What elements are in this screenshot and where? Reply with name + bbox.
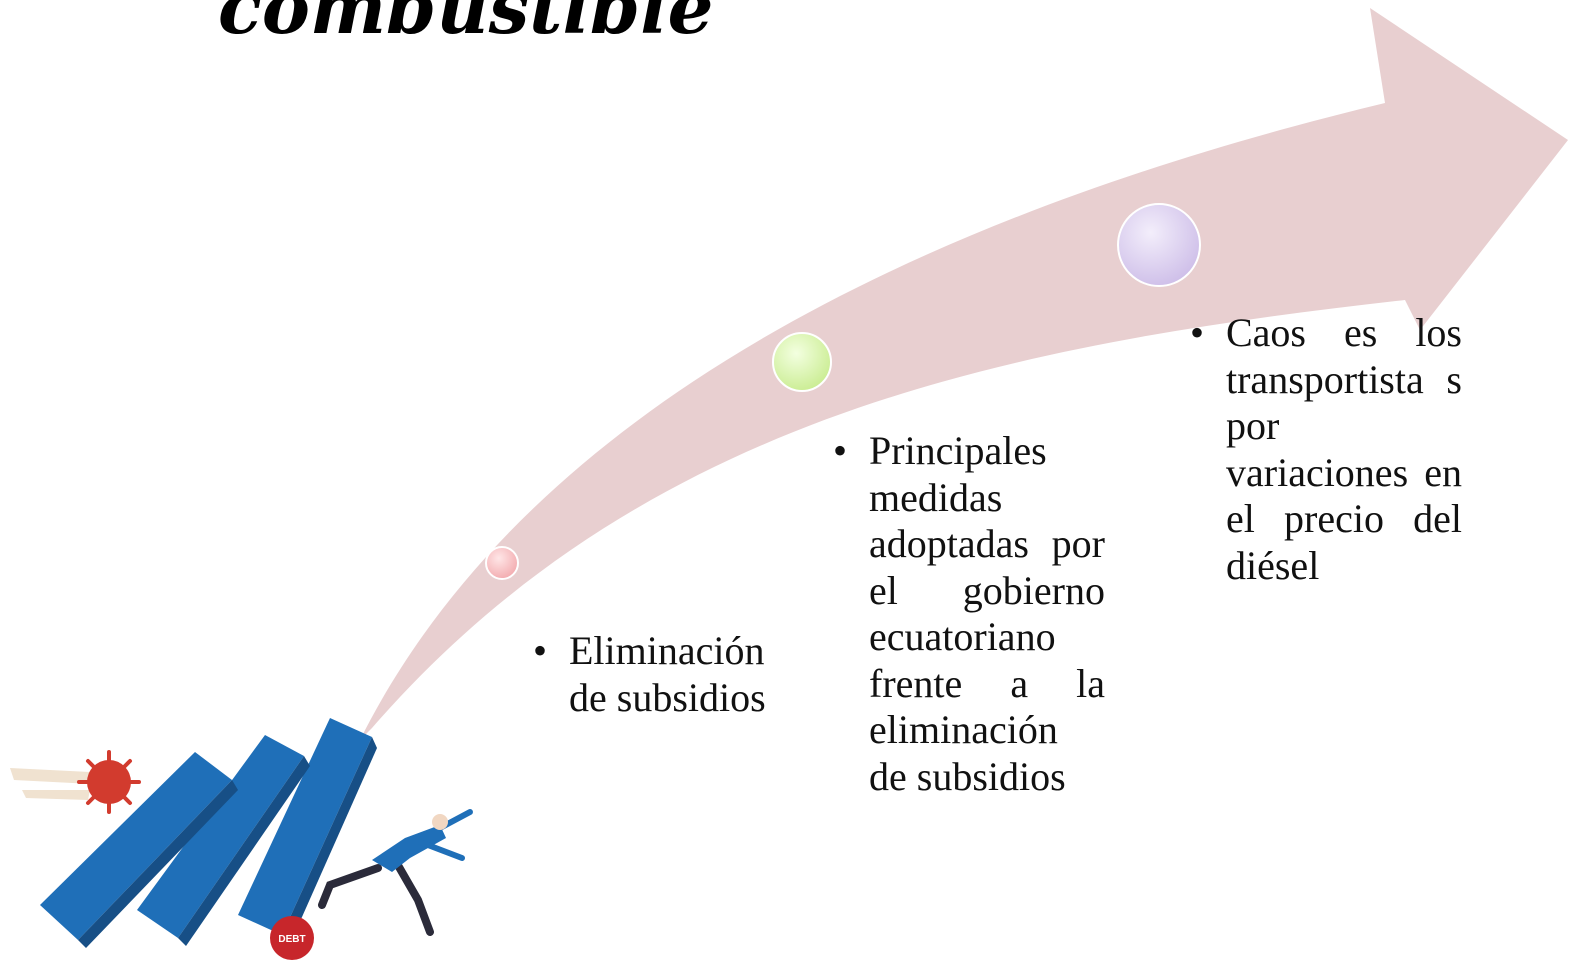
- timeline-node-3: [1117, 203, 1201, 287]
- step-2-text: • Principales medidas adoptadas por el g…: [833, 428, 1105, 800]
- arrow-body: [360, 8, 1568, 740]
- slide-title: combustible: [218, 0, 714, 50]
- falling-dominoes-icon: [40, 718, 377, 948]
- step-1-text: • Eliminación de subsidios: [533, 628, 795, 721]
- timeline-node-1: [485, 546, 519, 580]
- step-3-text: • Caos es los transportista s por variac…: [1190, 310, 1462, 589]
- svg-text:DEBT: DEBT: [278, 934, 305, 945]
- debt-badge-icon: DEBT: [270, 916, 314, 960]
- bullet-icon: •: [1190, 310, 1205, 355]
- step-1-label: Eliminación de subsidios: [569, 628, 766, 720]
- bullet-icon: •: [833, 428, 848, 473]
- step-3-label: Caos es los transportista s por variacio…: [1226, 310, 1462, 588]
- timeline-node-2: [772, 332, 832, 392]
- bullet-icon: •: [533, 628, 548, 673]
- running-businessman-icon: [318, 809, 473, 936]
- step-2-label: Principales medidas adoptadas por el gob…: [869, 428, 1105, 799]
- virus-icon: [10, 750, 141, 814]
